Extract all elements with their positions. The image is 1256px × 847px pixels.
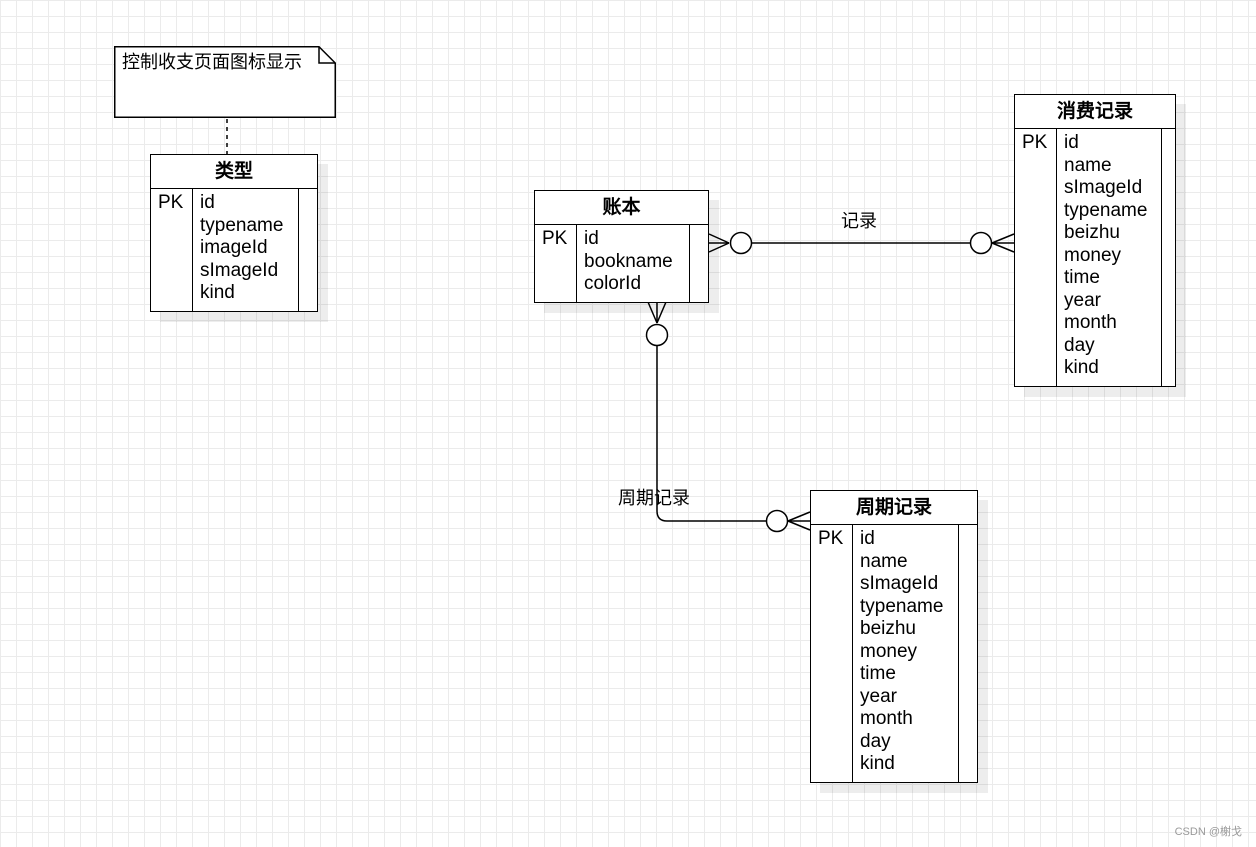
- field: year: [1064, 289, 1101, 311]
- pk-label: PK: [818, 528, 844, 549]
- field: id: [860, 528, 875, 549]
- field: bookname: [584, 250, 673, 272]
- relation-label-book-periodic[interactable]: 周期记录: [618, 488, 690, 508]
- field: typename: [200, 214, 284, 236]
- field: time: [1064, 267, 1100, 288]
- entity-title: 消费记录: [1015, 95, 1175, 129]
- pk-column: PK: [811, 525, 853, 782]
- entity-book[interactable]: 账本 PK id bookname colorId: [534, 190, 709, 303]
- relation-label-book-expense[interactable]: 记录: [841, 211, 877, 231]
- field: beizhu: [1064, 222, 1120, 243]
- entity-title: 周期记录: [811, 491, 977, 525]
- pk-label: PK: [158, 192, 184, 213]
- field: month: [1064, 312, 1117, 333]
- field: money: [860, 640, 918, 662]
- side-column: [689, 225, 708, 302]
- field: imageId: [200, 237, 268, 258]
- entity-expense[interactable]: 消费记录 PK id name sImageId typename beizhu…: [1014, 94, 1176, 387]
- field: year: [860, 685, 897, 707]
- pk-column: PK: [1015, 129, 1057, 386]
- side-column: [958, 525, 977, 782]
- entity-title: 类型: [151, 155, 317, 189]
- side-column: [298, 189, 317, 311]
- field: sImageId: [200, 259, 279, 281]
- field-list: id bookname colorId: [535, 225, 708, 296]
- note-shape: [114, 46, 336, 118]
- field-list: id typename imageId sImageId kind: [151, 189, 317, 305]
- field: name: [1064, 154, 1112, 176]
- field-list: id name sImageId typename beizhu money t…: [1015, 129, 1175, 380]
- field: time: [860, 663, 896, 684]
- field: beizhu: [860, 618, 916, 639]
- pk-label: PK: [1022, 132, 1048, 153]
- entity-periodic[interactable]: 周期记录 PK id name sImageId typename beizhu…: [810, 490, 978, 783]
- note-box[interactable]: 控制收支页面图标显示: [114, 46, 336, 118]
- field: name: [860, 550, 908, 572]
- field: sImageId: [860, 573, 939, 594]
- field: kind: [1064, 357, 1099, 378]
- entity-type[interactable]: 类型 PK id typename imageId sImageId kind: [150, 154, 318, 312]
- field: typename: [1064, 199, 1148, 221]
- pk-column: PK: [535, 225, 577, 302]
- field: sImageId: [1064, 177, 1143, 198]
- field: kind: [200, 282, 235, 303]
- pk-column: PK: [151, 189, 193, 311]
- field: day: [1064, 334, 1095, 356]
- field: day: [860, 730, 891, 752]
- field: money: [1064, 244, 1122, 266]
- note-text: 控制收支页面图标显示: [122, 52, 302, 72]
- field: typename: [860, 595, 944, 617]
- side-column: [1161, 129, 1175, 386]
- relation-book-expense[interactable]: [708, 231, 1015, 255]
- pk-label: PK: [542, 228, 568, 249]
- field: kind: [860, 753, 895, 774]
- field: colorId: [584, 273, 642, 294]
- field: id: [1064, 132, 1079, 153]
- field: month: [860, 708, 913, 729]
- field: id: [584, 228, 599, 249]
- field-list: id name sImageId typename beizhu money t…: [811, 525, 977, 776]
- relation-book-periodic[interactable]: [645, 301, 811, 533]
- entity-title: 账本: [535, 191, 708, 225]
- field: id: [200, 192, 215, 213]
- watermark: CSDN @榭戈: [1174, 826, 1242, 838]
